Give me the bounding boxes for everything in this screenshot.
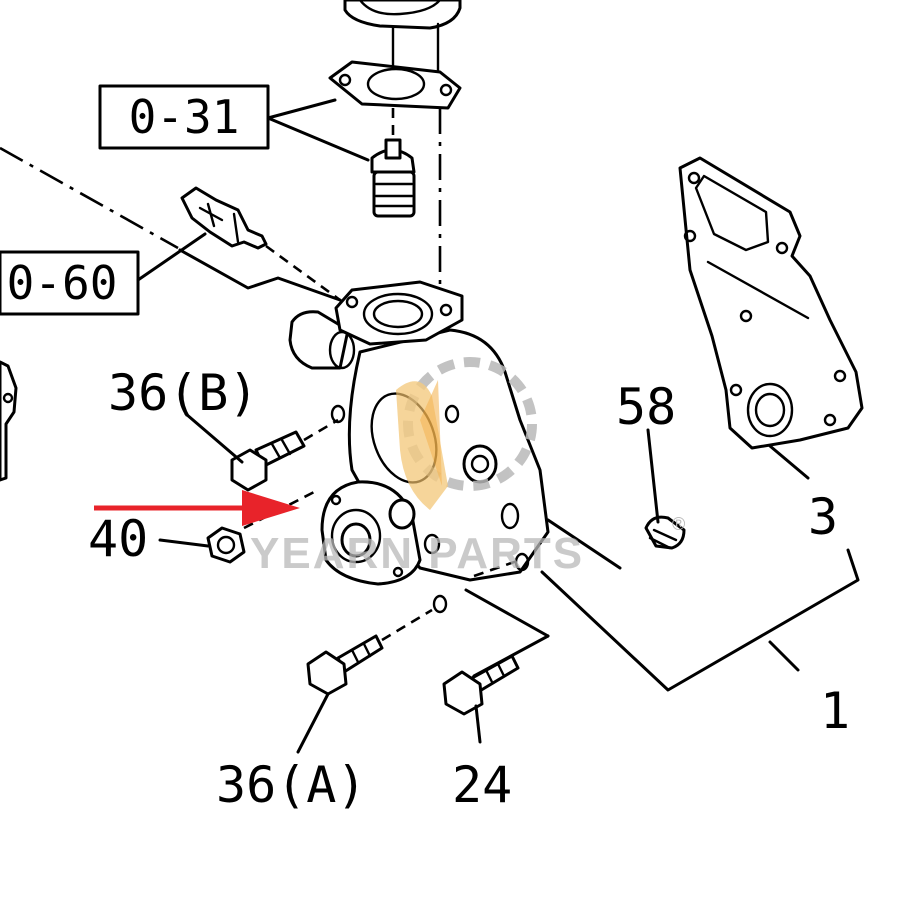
temperature-sensor bbox=[180, 186, 341, 302]
callout-1: 1 bbox=[820, 682, 850, 740]
left-edge-part bbox=[0, 360, 18, 482]
watermark: YEARN PARTS ® bbox=[250, 357, 685, 578]
water-pump-gasket bbox=[678, 156, 864, 450]
reference-0-31-label: 0-31 bbox=[129, 90, 240, 144]
gear-logo-icon bbox=[396, 357, 537, 510]
reference-box-0-31: 0-31 bbox=[98, 84, 370, 162]
watermark-registered-mark: ® bbox=[672, 514, 685, 534]
thermostat-gasket bbox=[328, 60, 462, 110]
callout-3: 3 bbox=[808, 488, 838, 546]
thermostat bbox=[370, 138, 416, 218]
reference-0-60-label: 0-60 bbox=[7, 256, 118, 310]
callout-24: 24 bbox=[452, 756, 512, 814]
callout-40: 40 bbox=[88, 510, 148, 568]
thermostat-housing-top bbox=[343, 0, 462, 74]
callout-58: 58 bbox=[616, 378, 676, 436]
red-pointer-arrow-icon bbox=[94, 490, 300, 526]
bolt-36b bbox=[230, 418, 339, 492]
bolt-24 bbox=[442, 654, 520, 716]
callout-36a: 36(A) bbox=[216, 756, 367, 814]
callout-36b: 36(B) bbox=[108, 364, 259, 422]
leader-lines bbox=[158, 412, 860, 754]
plug-58 bbox=[644, 515, 686, 550]
bolt-36a bbox=[306, 608, 433, 696]
watermark-text: YEARN PARTS bbox=[250, 529, 584, 578]
reference-box-0-60: 0-60 bbox=[0, 232, 207, 316]
